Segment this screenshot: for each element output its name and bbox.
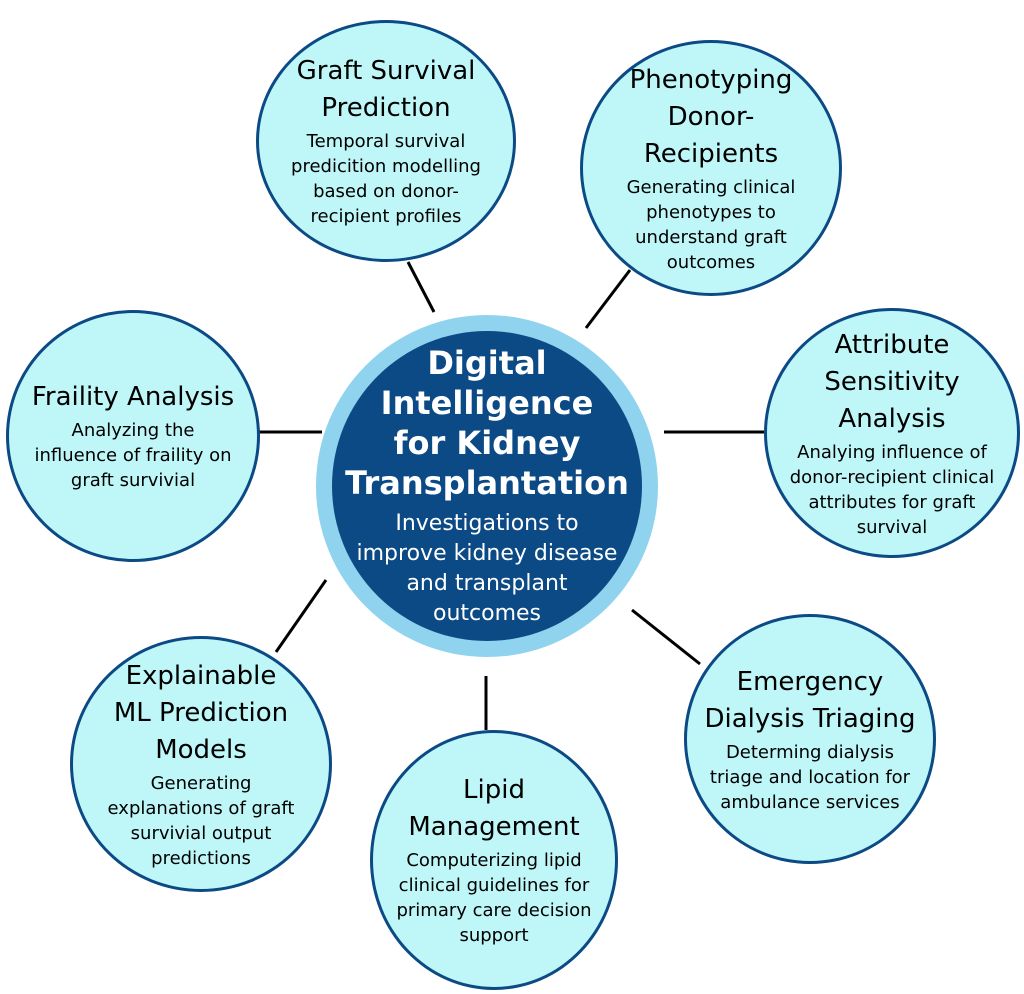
- connector-graft-survival: [406, 261, 436, 313]
- node-attribute-sensitivity-analysis: Attribute Sensitivity Analysis Analying …: [764, 308, 1020, 558]
- node-title: Fraility Analysis: [31, 382, 235, 412]
- node-emergency-dialysis-triaging: Emergency Dialysis Triaging Determing di…: [684, 614, 936, 864]
- node-phenotyping-donor-recipients: Phenotyping Donor- Recipients Generating…: [580, 40, 842, 296]
- center-title: Digital Intelligence for Kidney Transpla…: [345, 344, 629, 502]
- node-description: Analyzing the influence of fraility on g…: [34, 420, 232, 491]
- node-title: Graft Survival Prediction: [296, 56, 476, 123]
- node-fraility-analysis: Fraility Analysis Analyzing the influenc…: [6, 310, 260, 562]
- connector-emergency-dialysis: [631, 608, 701, 666]
- center-description: Investigations to improve kidney disease…: [356, 511, 618, 626]
- connector-explainable-ml: [274, 579, 328, 653]
- node-description: Analying influence of donor-recipient cl…: [789, 441, 995, 538]
- node-title: Phenotyping Donor- Recipients: [629, 64, 793, 169]
- node-title: Lipid Management: [408, 775, 580, 842]
- connector-phenotyping: [584, 269, 632, 329]
- node-title: Emergency Dialysis Triaging: [704, 666, 916, 734]
- node-title: Attribute Sensitivity Analysis: [824, 329, 960, 434]
- center-node: Digital Intelligence for Kidney Transpla…: [332, 331, 642, 641]
- node-explainable-ml-prediction-models: Explainable ML Prediction Models Generat…: [70, 636, 332, 892]
- node-description: Temporal survival predicition modelling …: [291, 131, 481, 227]
- node-lipid-management: Lipid Management Computerizing lipid cli…: [370, 730, 618, 990]
- node-description: Determing dialysis triage and location f…: [709, 741, 911, 813]
- node-title: Explainable ML Prediction Models: [113, 660, 289, 765]
- node-description: Generating explanations of graft survivi…: [107, 772, 295, 869]
- node-graft-survival-prediction: Graft Survival Prediction Temporal survi…: [256, 20, 516, 262]
- node-description: Generating clinical phenotypes to unders…: [626, 176, 796, 273]
- node-description: Computerizing lipid clinical guidelines …: [396, 850, 592, 946]
